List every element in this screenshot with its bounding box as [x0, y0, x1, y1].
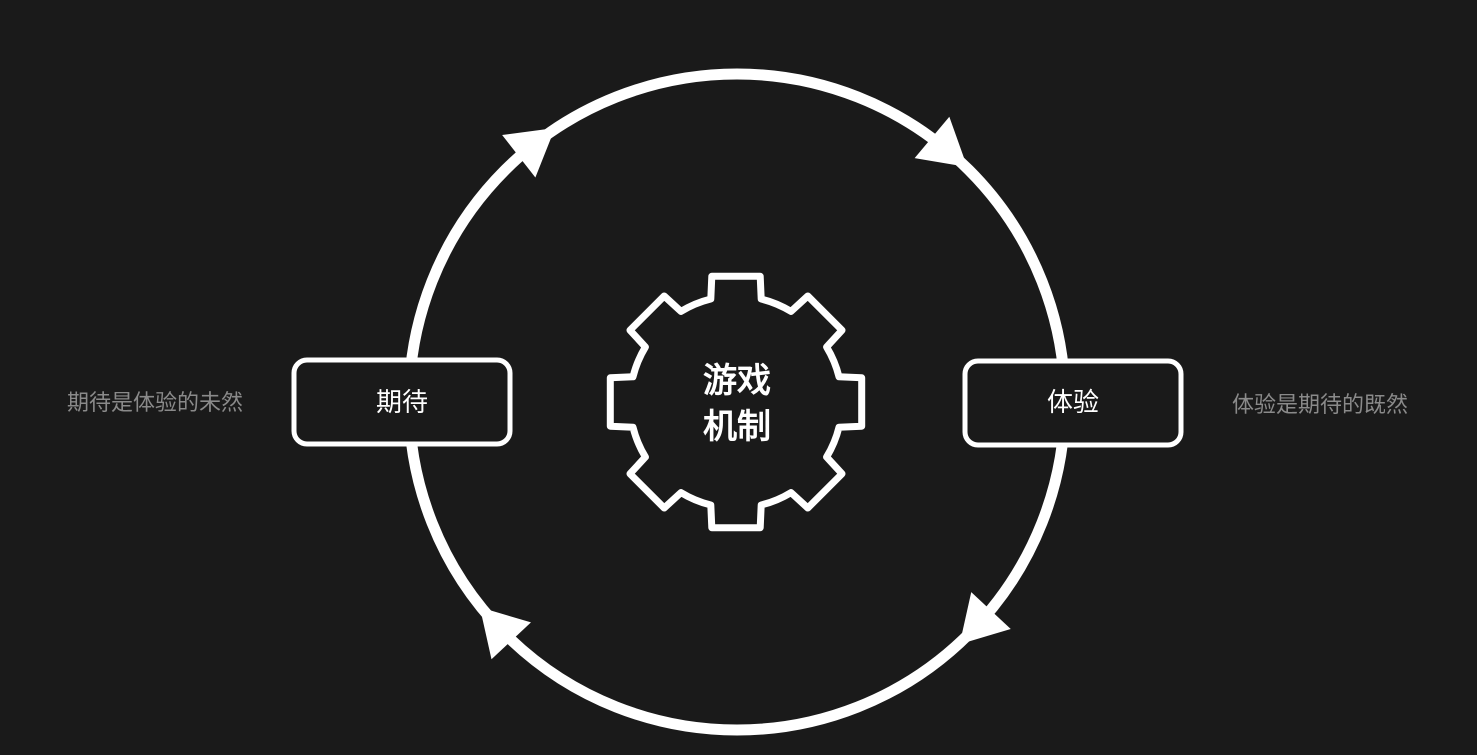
arrow-top-right-icon [914, 116, 968, 167]
center-label-line1: 游戏 [703, 361, 771, 401]
node-experience-label: 体验 [1047, 388, 1099, 418]
node-expectation-label: 期待 [376, 388, 428, 418]
node-expectation-box [291, 357, 513, 447]
note-experience: 体验是期待的既然 [1232, 393, 1408, 418]
gear-icon [606, 272, 866, 532]
cycle-arrows [479, 116, 1011, 660]
note-expectation: 期待是体验的未然 [67, 391, 243, 416]
center-label-line2: 机制 [703, 407, 771, 447]
arrow-bottom-right-icon [959, 592, 1011, 645]
arrow-bottom-left-icon [479, 607, 531, 660]
node-experience-box [962, 358, 1184, 448]
arrow-top-left-icon [502, 127, 555, 178]
